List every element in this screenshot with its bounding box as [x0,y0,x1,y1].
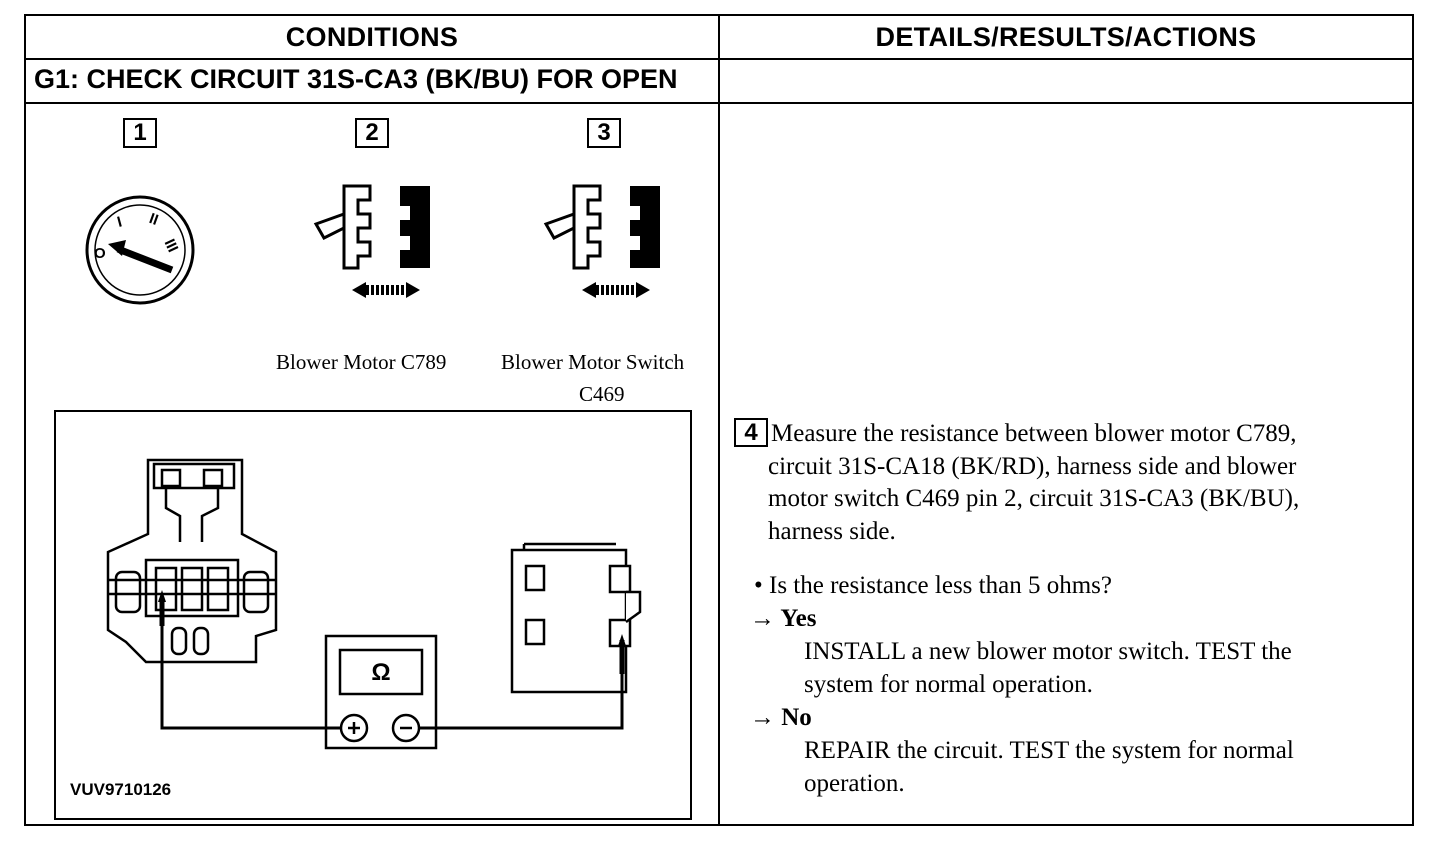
measure-line-2: circuit 31S-CA18 (BK/RD), harness side a… [768,452,1297,480]
caption-blower-motor-switch: Blower Motor Switch [501,350,685,374]
yes-label: → Yes [750,605,817,632]
step-4-box: 4 [734,418,768,447]
step-3-box: 3 [587,118,621,148]
yes-action-line-1: INSTALL a new blower motor switch. TEST … [804,638,1292,665]
column-divider [718,16,720,824]
blower-motor-connector [106,458,278,664]
step-1-box: 1 [123,118,157,148]
measure-line-4: harness side. [768,517,896,545]
connector-disconnect-icon [313,184,430,298]
caption-c469: C469 [579,382,625,406]
ignition-switch-off-icon: O I II III [85,195,195,305]
no-action-line-1: REPAIR the circuit. TEST the system for … [804,737,1294,764]
ohm-symbol: Ω [371,659,390,686]
wiring-diagram: Ω [106,458,642,750]
section-title: G1: CHECK CIRCUIT 31S-CA3 (BK/BU) FOR OP… [34,64,678,94]
measure-line-1-text: Measure the resistance between blower mo… [771,420,1297,447]
no-action-line-2: operation. [804,770,905,797]
conditions-header: CONDITIONS [285,21,459,52]
question: • Is the resistance less than 5 ohms? [754,572,1112,599]
blower-motor-switch-connector [510,542,642,694]
step-2-box: 2 [355,118,389,148]
svg-text:I: I [115,213,123,231]
procedure-table: CONDITIONS DETAILS/RESULTS/ACTIONS G1: C… [24,14,1414,826]
measure-line-3: motor switch C469 pin 2, circuit 31S-CA3… [768,485,1300,512]
no-label: → No [750,704,812,731]
caption-blower-motor-c789: Blower Motor C789 [276,350,447,374]
ohmmeter [324,634,438,750]
yes-action-line-2: system for normal operation. [804,671,1093,698]
header-divider [26,58,1412,60]
svg-text:O: O [94,245,106,262]
ohmmeter-connector-diagram: Ω VUV9710126 [54,410,692,820]
figure-id: VUV9710126 [70,780,172,799]
section-divider [26,102,1412,104]
connector-disconnect-icon [543,184,660,298]
details-header: DETAILS/RESULTS/ACTIONS [875,21,1257,52]
